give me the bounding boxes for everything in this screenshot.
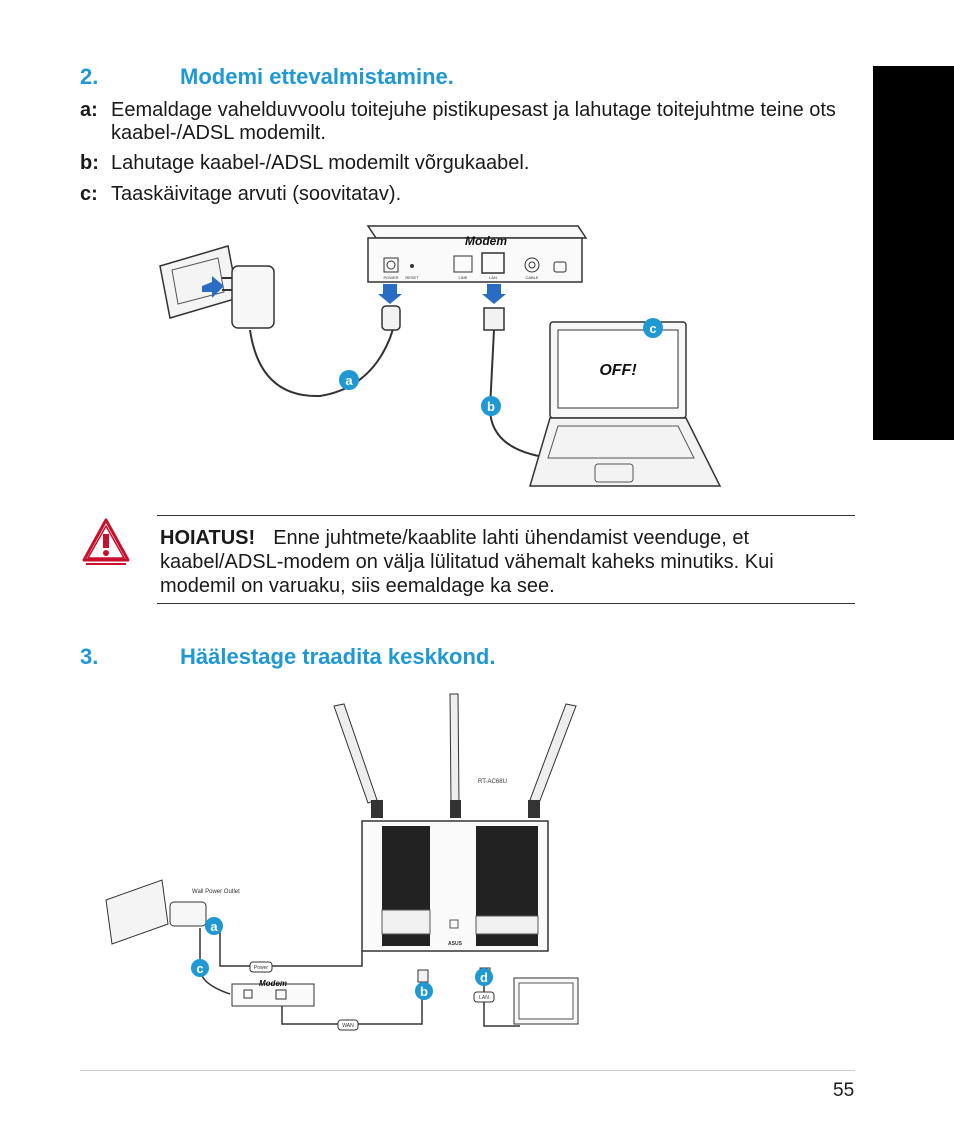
laptop-screen-text: OFF! xyxy=(599,362,637,379)
power-cable xyxy=(249,322,396,398)
step-c-label: c: xyxy=(80,183,98,205)
power-label: Power xyxy=(254,965,269,971)
router-model-label: RT-AC68U xyxy=(478,779,507,785)
warning-top-rule xyxy=(157,515,855,516)
badge-d: d xyxy=(475,968,493,986)
arrow-icon xyxy=(202,276,224,298)
arrow-down-icon xyxy=(482,284,506,304)
modem-disconnect-diagram: Modem POWER RESET LINE LAN CABLE OFF! a … xyxy=(159,225,722,487)
router-icon: ASUS xyxy=(361,820,549,952)
port-label-cable: CABLE xyxy=(525,275,538,280)
step-b: b: Lahutage kaabel-/ADSL modemilt võrguk… xyxy=(80,152,850,175)
section-3-number: 3. xyxy=(80,644,99,669)
laptop-icon: OFF! xyxy=(528,321,722,487)
lan-label: LAN xyxy=(479,995,489,1001)
modem-label: Modem xyxy=(259,979,287,988)
section-2-number: 2. xyxy=(80,64,99,89)
step-b-text: Lahutage kaabel-/ADSL modemilt võrgukaab… xyxy=(111,152,530,174)
warning-title: HOIATUS! xyxy=(160,527,256,549)
step-c-text: Taaskäivitage arvuti (soovitatav). xyxy=(111,183,402,205)
page-number: 55 xyxy=(833,1080,855,1101)
ethernet-cable xyxy=(488,329,551,459)
port-label-reset: RESET xyxy=(405,275,419,280)
svg-text:a: a xyxy=(345,373,353,388)
badge-a: a xyxy=(339,370,359,390)
badge-b: b xyxy=(415,982,433,1000)
wall-outlet-icon xyxy=(105,879,207,945)
power-plug-icon xyxy=(381,305,401,331)
language-side-tab xyxy=(873,66,954,440)
step-c: c: Taaskäivitage arvuti (soovitatav). xyxy=(80,183,850,206)
badge-a: a xyxy=(205,917,223,935)
router-setup-diagram: RT-AC68U ASUS Wall Power Outlet Modem Po… xyxy=(105,693,579,1031)
wall-outlet-label: Wall Power Outlet xyxy=(192,889,240,895)
svg-text:c: c xyxy=(649,321,656,336)
svg-text:a: a xyxy=(210,919,218,934)
svg-text:b: b xyxy=(487,399,495,414)
arrow-down-icon xyxy=(378,284,402,304)
wan-label: WAN xyxy=(342,1023,354,1029)
laptop-icon xyxy=(513,977,579,1025)
ethernet-plug-icon xyxy=(483,307,505,331)
port-label-power: POWER xyxy=(383,275,398,280)
badge-c: c xyxy=(191,959,209,977)
router-antennas xyxy=(333,693,577,818)
port-label-line: LINE xyxy=(459,275,468,280)
modem-icon: Modem POWER RESET LINE LAN CABLE xyxy=(366,225,588,283)
warning-icon xyxy=(82,518,130,565)
warning-body: Enne juhtmete/kaablite lahti ühendamist … xyxy=(160,527,774,597)
step-a-label: a: xyxy=(80,99,98,121)
power-adapter-icon xyxy=(222,265,275,329)
router-brand-label: ASUS xyxy=(448,941,463,947)
badge-c: c xyxy=(643,318,663,338)
warning-bottom-rule xyxy=(157,603,855,604)
modem-label: Modem xyxy=(465,234,507,248)
step-b-label: b: xyxy=(80,152,99,174)
svg-text:c: c xyxy=(196,961,203,976)
svg-text:b: b xyxy=(420,984,428,999)
warning-message: HOIATUS!Enne juhtmete/kaablite lahti ühe… xyxy=(160,526,850,598)
section-2-title: Modemi ettevalmistamine. xyxy=(180,64,454,89)
wall-outlet-icon xyxy=(159,245,239,319)
step-a: a: Eemaldage vahelduvvoolu toitejuhe pis… xyxy=(80,99,850,145)
modem-icon: Modem xyxy=(231,979,315,1007)
step-a-text: Eemaldage vahelduvvoolu toitejuhe pistik… xyxy=(111,99,836,144)
section-3-title: Häälestage traadita keskkond. xyxy=(180,644,496,669)
footer-rule xyxy=(80,1070,855,1071)
badge-b: b xyxy=(481,396,501,416)
svg-text:d: d xyxy=(480,970,488,985)
port-label-lan: LAN xyxy=(489,275,497,280)
